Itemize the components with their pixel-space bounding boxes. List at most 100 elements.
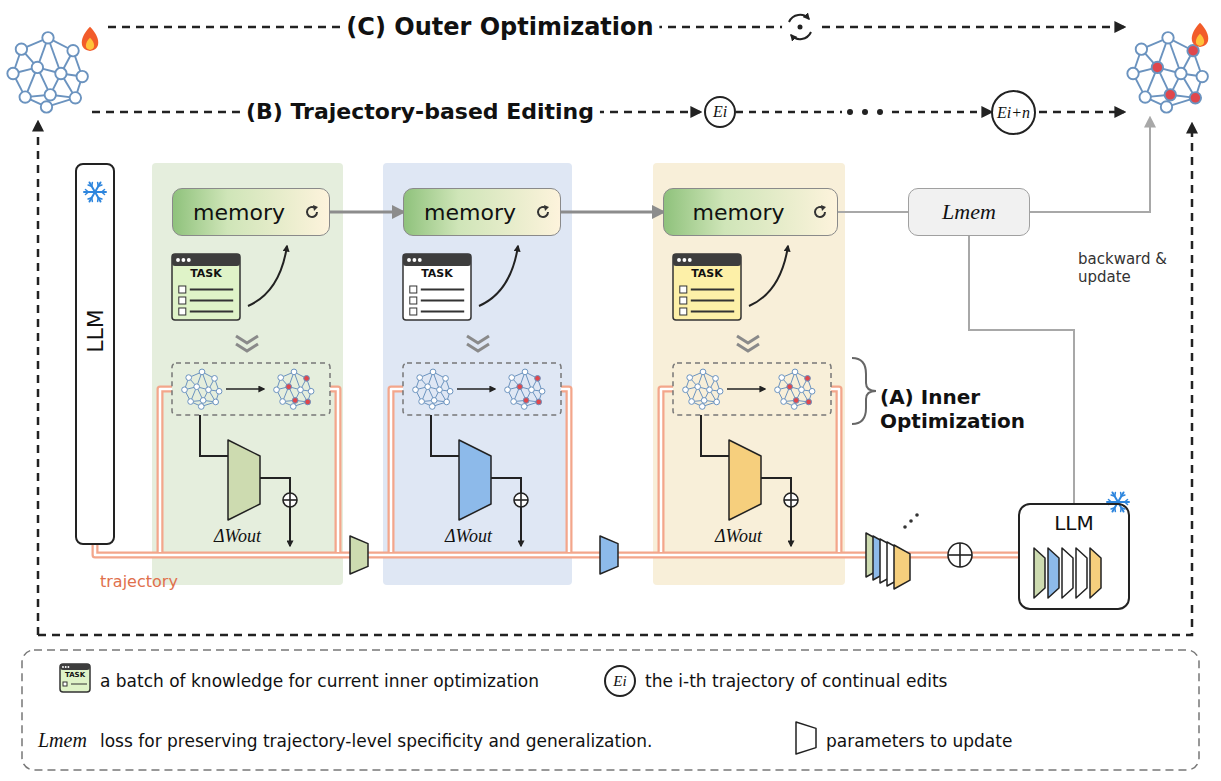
network-node [67, 45, 78, 56]
legend-text: the i-th trajectory of continual edits [645, 670, 947, 692]
network-node [198, 404, 204, 410]
trajectory-line-core [561, 389, 569, 552]
section-title: (A) Inner Optimization [880, 385, 1050, 433]
network-node [7, 68, 18, 79]
network-node [274, 387, 280, 393]
network-node [425, 384, 431, 390]
refresh-head [313, 205, 318, 211]
add-circle [948, 543, 972, 567]
add-symbol [948, 543, 972, 567]
trajectory-line-core [160, 389, 172, 552]
connector [330, 211, 403, 214]
network-node [291, 369, 297, 375]
refresh-head [821, 205, 826, 211]
network-icon [505, 369, 545, 409]
network-node [779, 375, 785, 381]
icon-label: TASK [190, 267, 222, 280]
task-line [421, 300, 464, 302]
node-label: Lmem [942, 199, 996, 225]
add-circle [283, 493, 297, 507]
legend-frame [22, 650, 1199, 770]
task-card [172, 254, 240, 320]
checkbox [63, 682, 67, 686]
trajectory-circle: Ei+n [991, 90, 1036, 135]
add-circle [514, 493, 528, 507]
panel-ground [383, 163, 572, 585]
add-bar [520, 493, 522, 507]
task-card [60, 664, 90, 692]
snowflake-branch [1111, 495, 1115, 496]
edit-step-panel: ΔWoutmemory [653, 163, 845, 585]
ellipsis-ground [842, 104, 888, 120]
network-node [199, 369, 205, 375]
network-icon [182, 369, 222, 409]
trajectory-line [661, 389, 673, 552]
panel-ground [152, 163, 343, 585]
checkbox [680, 286, 687, 293]
network-node [188, 399, 194, 405]
connector [838, 211, 908, 213]
snowflake-branch [1125, 500, 1128, 502]
parameter-trapezoid [459, 440, 491, 520]
parameter-trapezoid [796, 722, 816, 754]
network-icon [775, 369, 815, 409]
parameter-trapezoid [1062, 548, 1073, 598]
window-dot [65, 666, 67, 668]
network-node [517, 384, 523, 390]
network-node [45, 89, 56, 100]
task-line [421, 289, 464, 291]
ellipsis-dot [877, 109, 883, 115]
network-node [280, 399, 286, 405]
backward-line [1030, 118, 1150, 212]
task-line [421, 311, 464, 313]
flame-core [86, 38, 94, 50]
network-node [787, 384, 793, 390]
parameter-trapezoid [1076, 548, 1087, 598]
checkbox [179, 286, 186, 293]
down-chevron [467, 344, 489, 351]
add-bar [289, 493, 291, 507]
weight-delta-label: ΔWout [715, 526, 762, 546]
window-dot [677, 258, 681, 262]
task-line [691, 300, 734, 302]
network-node [1187, 45, 1198, 56]
task-icon [403, 254, 471, 320]
down-chevron [737, 344, 759, 351]
network-node [278, 375, 284, 381]
snowflake-icon [84, 182, 106, 201]
network-node [505, 387, 511, 393]
network-node [298, 387, 304, 393]
legend-symbol: Lmem [38, 728, 87, 752]
network-node [1175, 68, 1186, 79]
refresh-icon [811, 203, 829, 221]
trajectory-circle: Ei [704, 96, 736, 128]
task-line [691, 311, 734, 313]
edit-step-panel: ΔWoutmemory [152, 163, 343, 585]
snowflake-branch [1121, 508, 1125, 509]
checkbox [680, 297, 687, 304]
delta-line [260, 478, 290, 546]
trajectory-line-core [661, 389, 673, 552]
network-node [16, 44, 27, 55]
icon-label: TASK [421, 267, 453, 280]
ellipsis-dot [915, 513, 919, 517]
network-node [700, 369, 706, 375]
legend-text: a batch of knowledge for current inner o… [100, 670, 539, 692]
network-node [194, 384, 200, 390]
dashed-flow [37, 122, 40, 635]
snowflake-branch [91, 198, 93, 202]
cycle-icon [782, 9, 818, 45]
network-node [444, 399, 450, 405]
network-node [286, 384, 292, 390]
network-node [41, 101, 52, 112]
window-dot [181, 258, 185, 262]
network-node [717, 388, 723, 394]
ellipsis-dot [903, 525, 907, 529]
network-node [292, 398, 298, 404]
edit-arrow [457, 388, 495, 390]
update-arrow [749, 246, 788, 306]
network-node [1197, 71, 1208, 82]
node-label: LLM [83, 310, 108, 354]
delta-line [701, 415, 729, 456]
